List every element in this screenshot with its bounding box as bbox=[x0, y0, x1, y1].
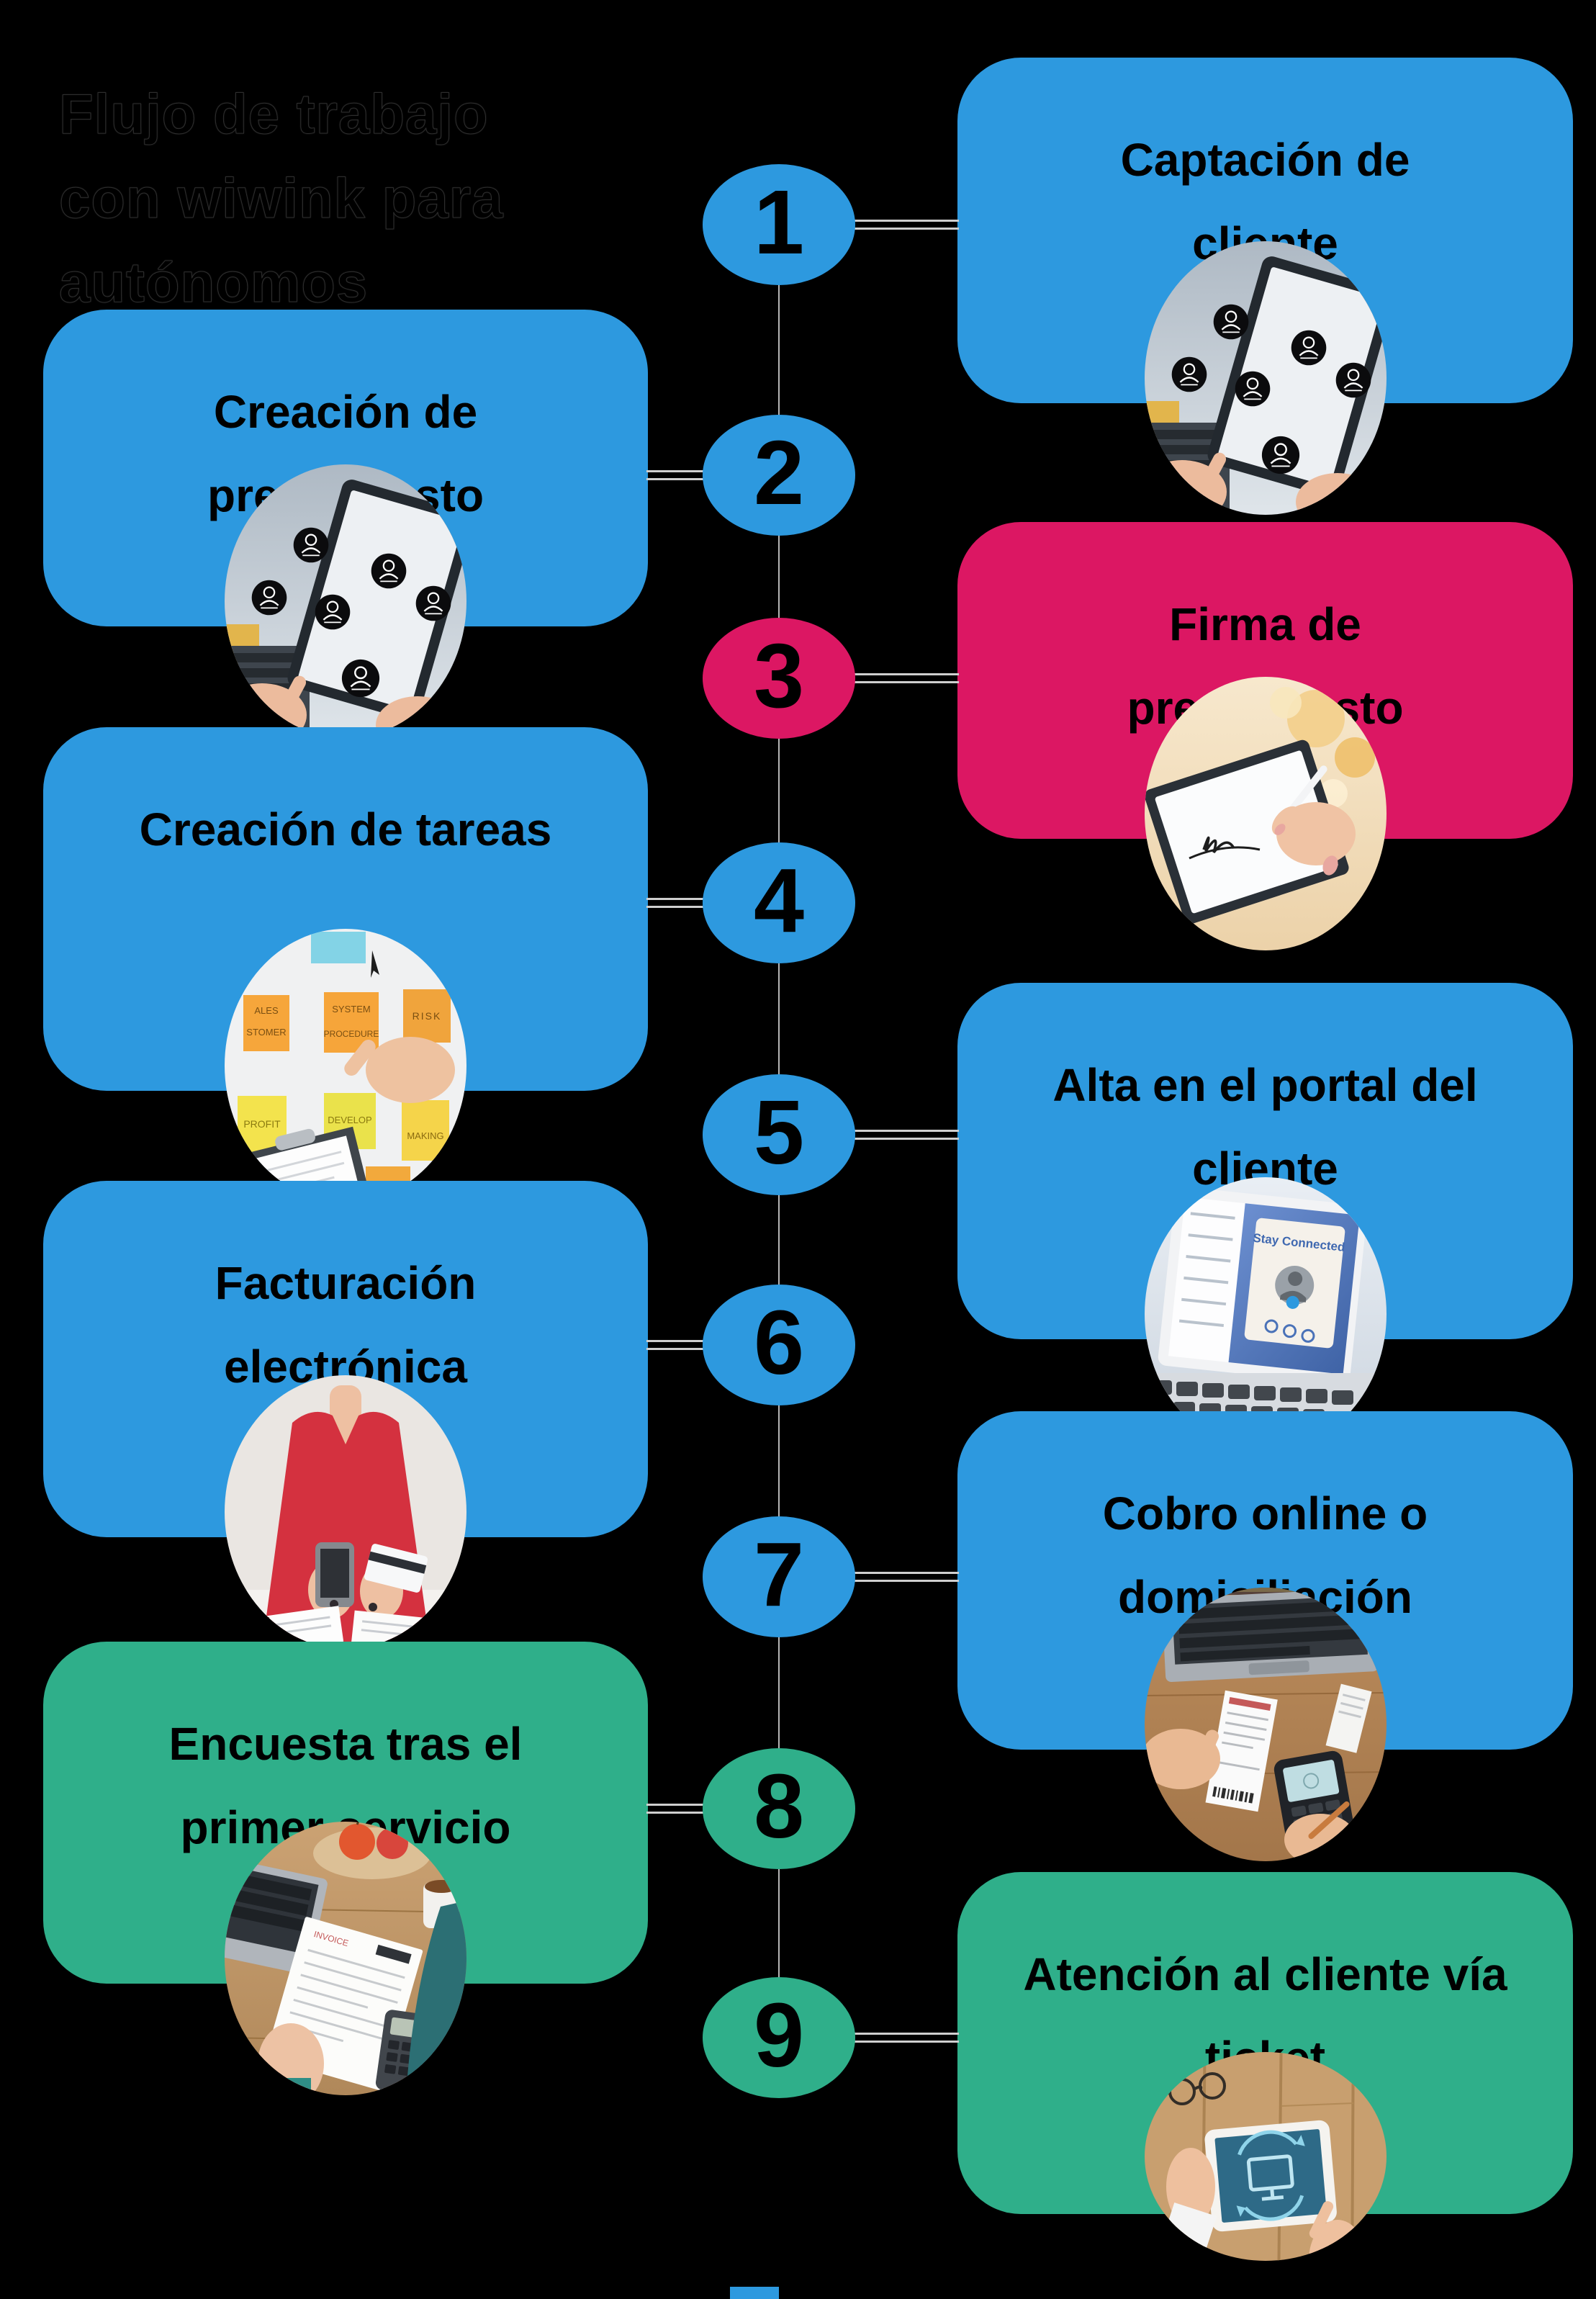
step-number-circle-4: 4 bbox=[703, 842, 855, 963]
step-number: 8 bbox=[753, 1755, 805, 1857]
step-number: 2 bbox=[753, 421, 805, 523]
page-title: Flujo de trabajo con wiwink para autónom… bbox=[59, 82, 504, 315]
connector-line bbox=[646, 470, 704, 480]
spine-segment bbox=[778, 1869, 780, 1977]
photo-invoice-calculator-desk bbox=[225, 1822, 466, 2095]
connector-line bbox=[854, 1572, 959, 1582]
spine-segment bbox=[778, 1195, 780, 1285]
step-number: 6 bbox=[753, 1291, 805, 1393]
spine-segment bbox=[778, 536, 780, 618]
step-number: 9 bbox=[753, 1984, 805, 2086]
photo-hands-tablet-people bbox=[225, 464, 466, 738]
step-number-circle-5: 5 bbox=[703, 1074, 855, 1195]
step-number-circle-6: 6 bbox=[703, 1285, 855, 1405]
step-number-circle-1: 1 bbox=[703, 164, 855, 285]
photo-hands-tablet-people bbox=[1145, 241, 1387, 515]
spine-segment bbox=[778, 739, 780, 842]
spine-segment bbox=[778, 963, 780, 1074]
photo-receipt-payment-terminal bbox=[1145, 1588, 1387, 1861]
connector-line bbox=[854, 220, 959, 230]
step-number-circle-8: 8 bbox=[703, 1748, 855, 1869]
connector-line bbox=[646, 1340, 704, 1350]
cropped-shape bbox=[730, 2287, 779, 2299]
step-number-circle-7: 7 bbox=[703, 1516, 855, 1637]
connector-line bbox=[854, 1130, 959, 1140]
step-number: 3 bbox=[753, 624, 805, 726]
step-number: 4 bbox=[753, 849, 805, 951]
photo-tablet-sync-icon bbox=[1145, 2052, 1387, 2261]
step-number: 7 bbox=[753, 1523, 805, 1625]
step-number-circle-9: 9 bbox=[703, 1977, 855, 2098]
spine-segment bbox=[778, 1637, 780, 1748]
step-number: 1 bbox=[753, 171, 805, 273]
connector-line bbox=[854, 673, 959, 683]
connector-line bbox=[646, 898, 704, 908]
step-number-circle-2: 2 bbox=[703, 415, 855, 536]
photo-sticky-notes-board bbox=[225, 929, 466, 1202]
step-number: 5 bbox=[753, 1081, 805, 1183]
photo-person-phone-credit-card bbox=[225, 1375, 466, 1649]
spine-segment bbox=[778, 1405, 780, 1516]
spine-segment bbox=[778, 285, 780, 415]
step-number-circle-3: 3 bbox=[703, 618, 855, 739]
connector-line bbox=[854, 2033, 959, 2043]
connector-line bbox=[646, 1804, 704, 1814]
photo-laptop-stay-connected bbox=[1145, 1177, 1387, 1451]
card-title: Creación de tareas bbox=[139, 804, 552, 855]
photo-hand-signing-tablet bbox=[1145, 677, 1387, 950]
card-title: Alta en el portal del cliente bbox=[1052, 1059, 1478, 1195]
